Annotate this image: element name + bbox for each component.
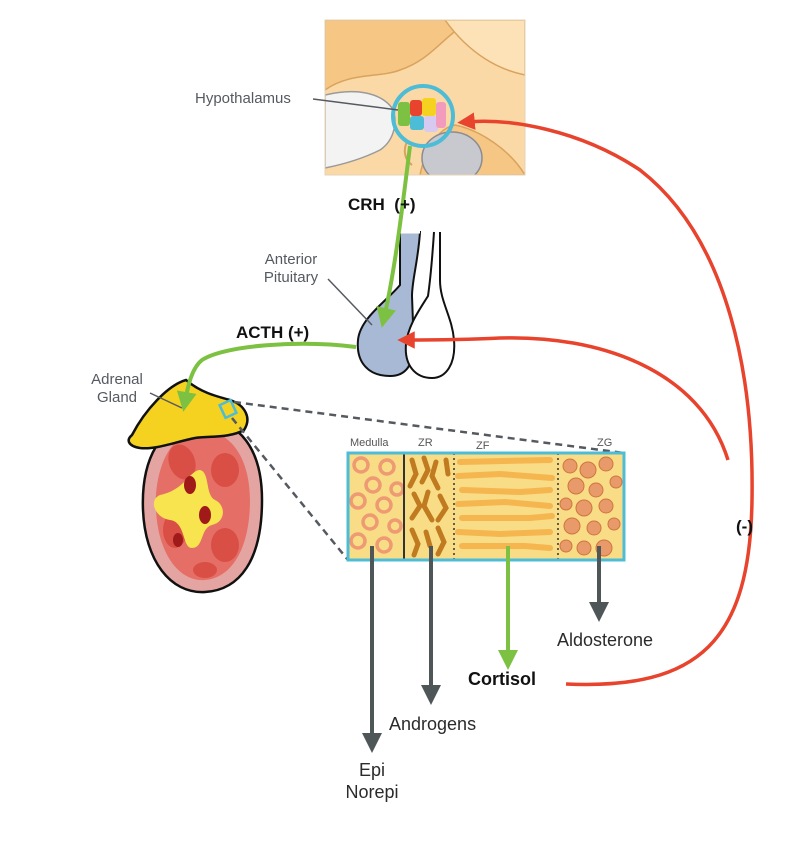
hypothalamus-highlight-circle [391, 84, 455, 148]
cortisol-label: Cortisol [468, 669, 537, 689]
adrenal-gland-label-line1: Adrenal [91, 371, 143, 388]
anterior-pituitary-label-line2: Pituitary [263, 269, 319, 286]
zoom-line-bottom [231, 417, 349, 561]
feedback-line [457, 112, 754, 687]
hypothalamus-label: Hypothalamus [195, 90, 291, 107]
zone-label-zf: ZF [476, 440, 490, 452]
adrenal-gland-label: Adrenal Gland [84, 371, 150, 407]
aldosterone-label: Aldosterone [557, 630, 654, 650]
adrenal-cross-section [346, 451, 626, 562]
medulla-zone [349, 456, 405, 554]
kidney [141, 418, 264, 594]
anterior-pituitary-leader-line [327, 278, 373, 326]
zona-fasciculata-zone [455, 457, 555, 551]
brain-illustration [325, 20, 525, 175]
epi-label: Epi [358, 760, 385, 780]
feedback-to-pituitary [397, 331, 730, 461]
crh-label: CRH (+) [348, 195, 416, 214]
zone-label-medulla: Medulla [350, 437, 389, 449]
androgens-label: Androgens [389, 714, 477, 734]
adrenal-gland-label-line2: Gland [96, 389, 138, 406]
zoom-line-top [233, 400, 625, 455]
negative-feedback-label: (-) [736, 517, 753, 536]
norepi-label: Norepi [345, 781, 399, 802]
acth-arrow [176, 341, 357, 412]
anterior-pituitary-label-line1: Anterior [264, 251, 318, 268]
anterior-pituitary-label: Anterior Pituitary [253, 251, 329, 287]
epi-norepi-label: Epi Norepi [332, 760, 412, 803]
zone-label-zr: ZR [418, 437, 433, 449]
adrenal-gland-leader-line [149, 392, 183, 409]
zona-glomerulosa-zone [559, 456, 623, 557]
hypothalamus-nuclei [398, 98, 446, 132]
pituitary-gland [356, 230, 456, 380]
acth-label: ACTH (+) [236, 323, 310, 342]
crh-arrow [376, 145, 412, 328]
adrenal-section-marker [217, 398, 239, 420]
hypothalamus-leader-line [312, 98, 399, 111]
zone-label-zg: ZG [597, 437, 613, 449]
adrenal-gland [127, 378, 249, 450]
zona-reticularis-zone [407, 455, 451, 558]
